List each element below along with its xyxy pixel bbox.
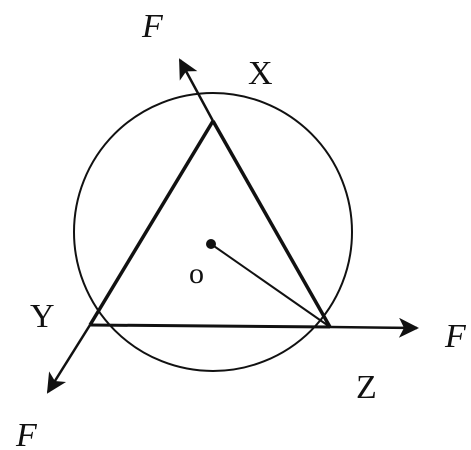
circumcircle bbox=[73, 92, 353, 372]
force-label-y: F bbox=[15, 417, 38, 450]
center-label-o: o bbox=[189, 257, 204, 290]
vertex-label-y: Y bbox=[30, 298, 55, 335]
side-xy bbox=[88, 120, 215, 326]
force-arrow-x bbox=[178, 58, 215, 122]
force-label-z: F bbox=[444, 318, 467, 355]
force-arrow-y bbox=[46, 324, 92, 394]
force-label-x: F bbox=[141, 8, 164, 45]
vertex-label-x: X bbox=[248, 55, 273, 92]
force-arrow-z bbox=[329, 317, 419, 338]
side-xz bbox=[211, 120, 332, 328]
side-yz bbox=[89, 323, 331, 329]
vertex-label-z: Z bbox=[356, 369, 377, 406]
center-point bbox=[206, 239, 216, 249]
radius-oz bbox=[210, 243, 331, 328]
